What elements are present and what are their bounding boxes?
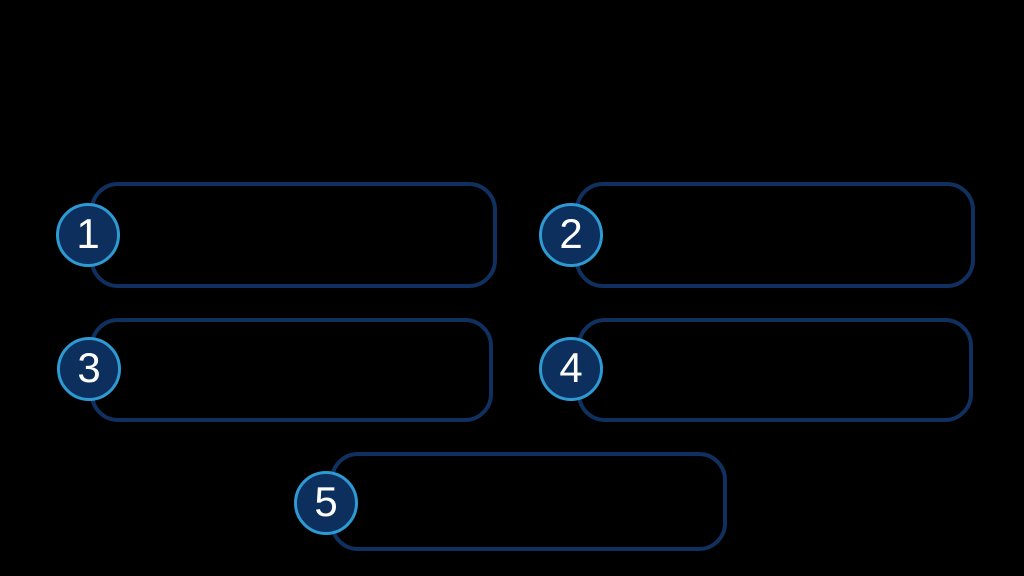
step-number-badge-5: 5 [294, 471, 358, 535]
step-number-badge-1: 1 [56, 203, 120, 267]
step-number-badge-2: 2 [539, 203, 603, 267]
step-number-1: 1 [76, 210, 100, 257]
step-box-4 [577, 318, 973, 422]
step-number-3: 3 [77, 344, 101, 391]
step-number-4: 4 [559, 344, 583, 391]
step-box-1 [90, 182, 497, 288]
step-number-2: 2 [559, 210, 583, 257]
step-box-3 [90, 318, 493, 422]
step-number-5: 5 [314, 478, 338, 525]
step-box-2 [575, 182, 975, 288]
step-number-badge-4: 4 [539, 337, 603, 401]
step-number-badge-3: 3 [57, 337, 121, 401]
step-box-5 [330, 452, 727, 551]
